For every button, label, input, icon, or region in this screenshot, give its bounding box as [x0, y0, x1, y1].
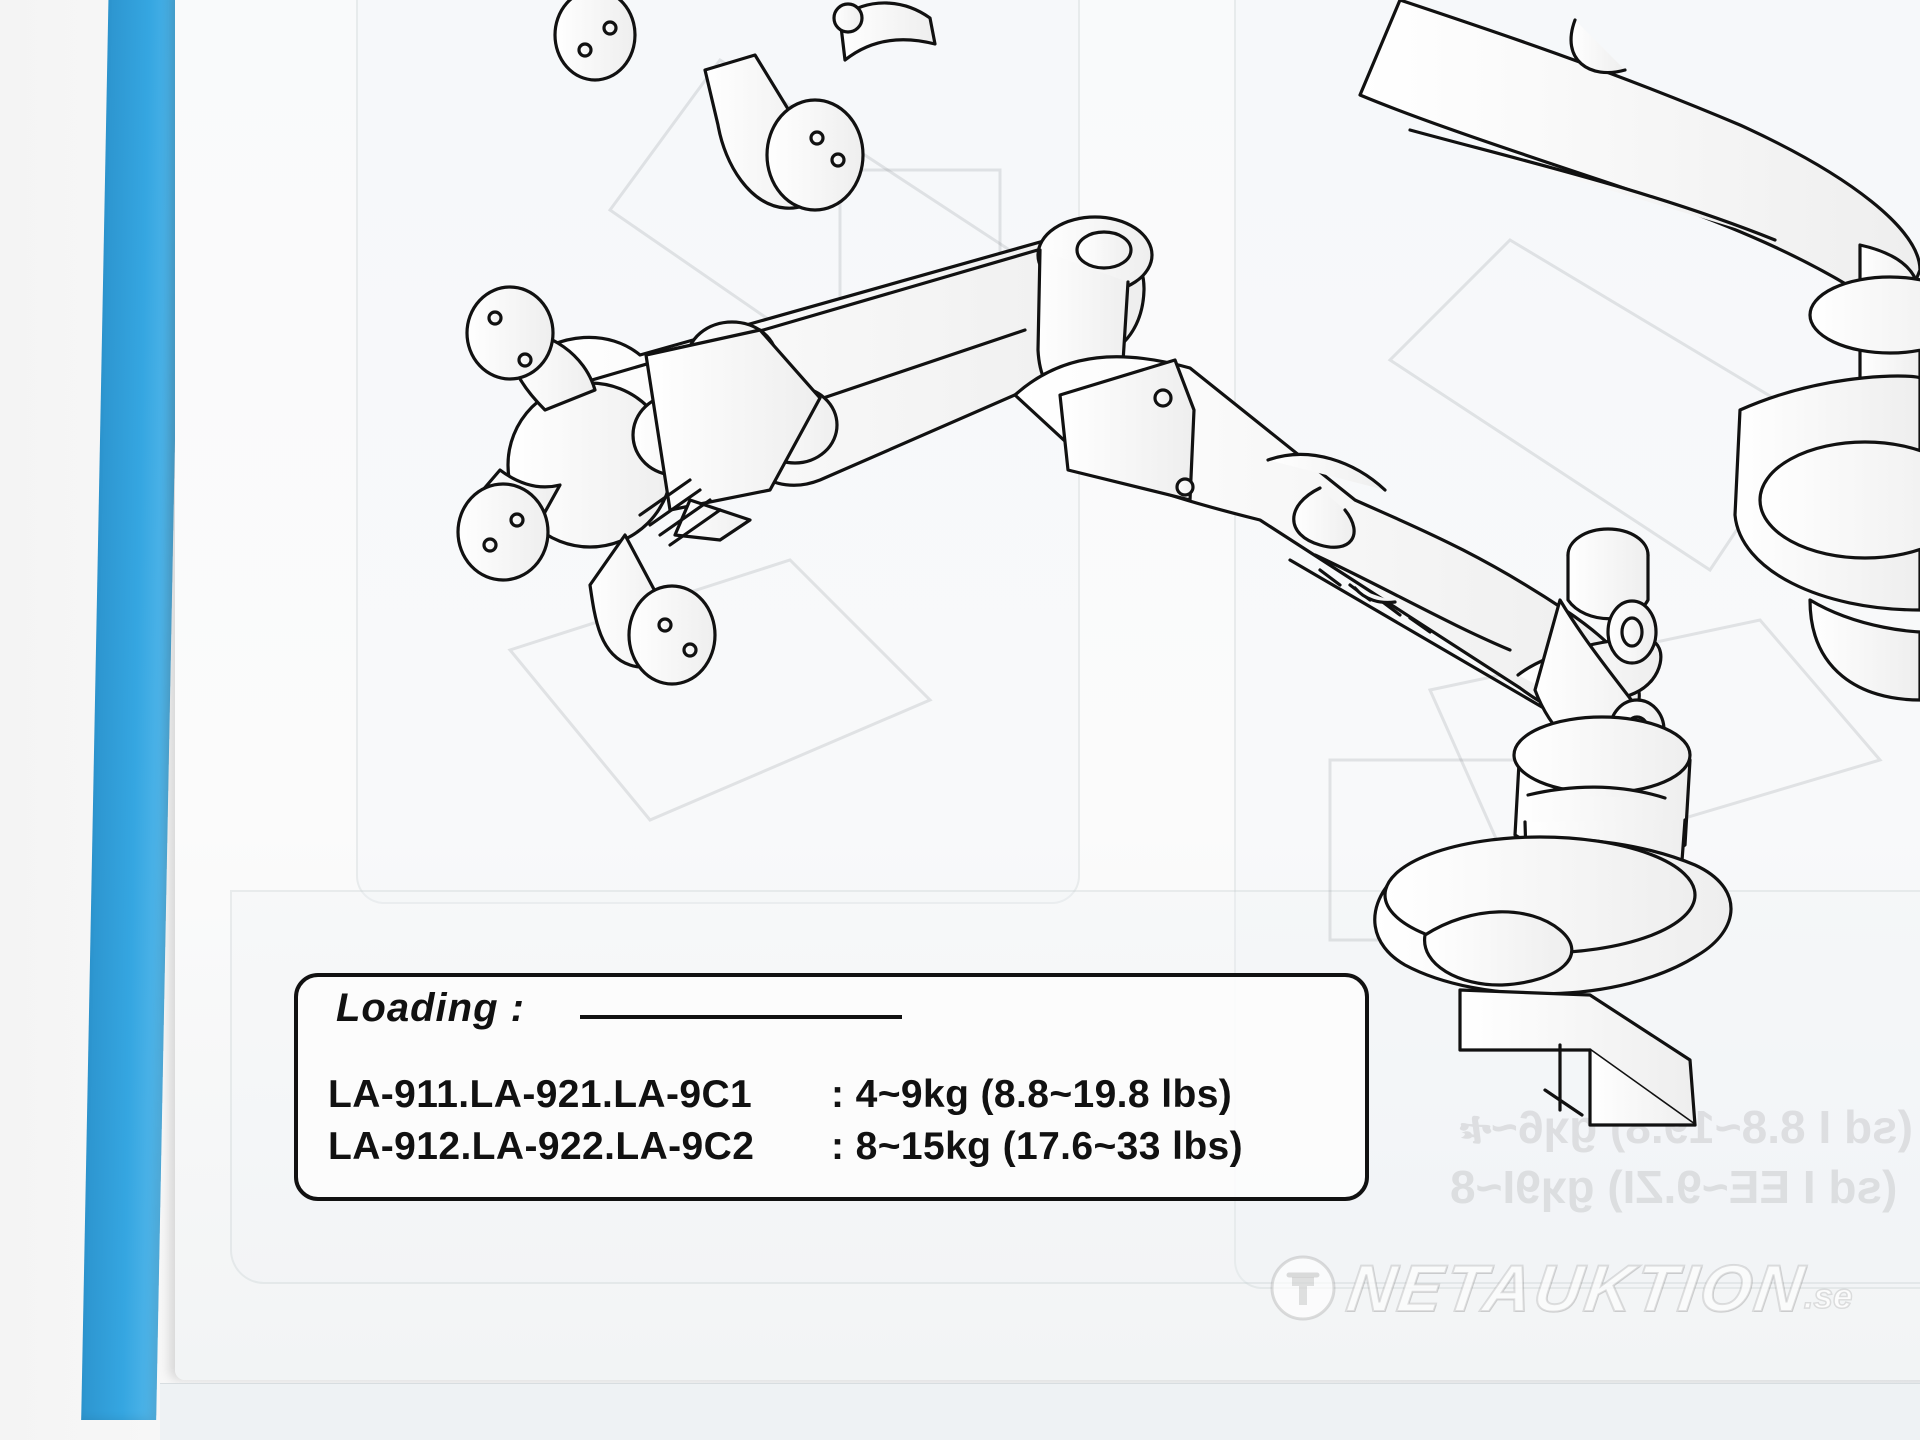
capacity-2: : 8~15kg (17.6~33 lbs)	[831, 1125, 1244, 1168]
clip-detail-icon	[1569, 18, 1627, 75]
clamp-bar-side	[1588, 1048, 1697, 1127]
watermark-suffix: .se	[1803, 1276, 1853, 1317]
upper-arm-body	[1358, 0, 1920, 322]
screw-hole-icon	[602, 20, 618, 36]
right-clamp-lower	[1808, 598, 1920, 702]
pole-detail	[1526, 785, 1667, 800]
clamp-screw-tip	[1543, 1088, 1584, 1117]
upper-right-arm	[1358, 0, 1920, 702]
screw-hole-icon	[509, 512, 525, 528]
vesa-lower-pad	[627, 584, 717, 686]
top-lower-pad	[765, 98, 865, 212]
screw-hole-icon	[487, 310, 503, 326]
desk-clamp-base	[1373, 715, 1733, 1127]
elbow-top	[1075, 230, 1133, 270]
watermark-brand: NETAUKTION	[1342, 1250, 1812, 1326]
tilt-head-block	[644, 328, 822, 512]
screw-hole-icon	[482, 537, 498, 553]
screw-hole-icon	[830, 152, 846, 168]
top-joint-part	[838, 1, 937, 62]
spring-detail-line	[1266, 452, 1387, 492]
loading-title-rule	[580, 1015, 902, 1019]
arm-center-line	[1313, 553, 1512, 652]
arm-detail-line	[1408, 128, 1777, 242]
loading-specification-box: Loading : LA-911.LA-921.LA-9C1 : 4~9kg (8…	[294, 973, 1369, 1201]
right-clamp-ring	[1758, 440, 1920, 560]
clamp-slot	[1423, 910, 1574, 987]
vesa-left-pad	[456, 482, 550, 582]
loading-spec-row-1: LA-911.LA-921.LA-9C1 : 4~9kg (8.8~19.8 lb…	[328, 1073, 1232, 1117]
pivot-bolt-center	[1620, 616, 1644, 648]
screw-hole-icon	[577, 42, 593, 58]
screw-icon	[1153, 388, 1173, 408]
screw-icon	[1175, 477, 1195, 497]
top-round-pad	[553, 0, 637, 82]
top-vesa-bracket	[553, 0, 937, 212]
thread-lines	[638, 478, 722, 547]
capacity-1: : 4~9kg (8.8~19.8 lbs)	[831, 1073, 1233, 1116]
right-post-ring	[1808, 275, 1920, 355]
netauktion-watermark: NETAUKTION .se	[1268, 1248, 1853, 1328]
loading-spec-row-2: LA-912.LA-922.LA-9C2 : 8~15kg (17.6~33 lb…	[328, 1125, 1243, 1169]
arm-lower-line	[1288, 558, 1592, 737]
screw-hole-icon	[517, 352, 533, 368]
model-list-1: LA-911.LA-921.LA-9C1	[328, 1073, 753, 1116]
loading-title: Loading :	[336, 986, 525, 1030]
model-list-2: LA-912.LA-922.LA-9C2	[328, 1125, 755, 1168]
screw-hole-icon	[682, 642, 698, 658]
vesa-upper-pad	[465, 285, 555, 381]
page-lower-edge	[160, 1383, 1920, 1440]
cable-clip-icon	[1292, 486, 1356, 549]
main-vesa-bracket	[456, 285, 839, 686]
pole-top-ring	[1512, 715, 1692, 795]
label-detail-line	[1353, 586, 1397, 605]
screw-hole-icon	[809, 130, 825, 146]
screw-hole-icon	[657, 617, 673, 633]
bolt-icon	[832, 2, 864, 34]
hammer-icon	[1270, 1255, 1336, 1321]
